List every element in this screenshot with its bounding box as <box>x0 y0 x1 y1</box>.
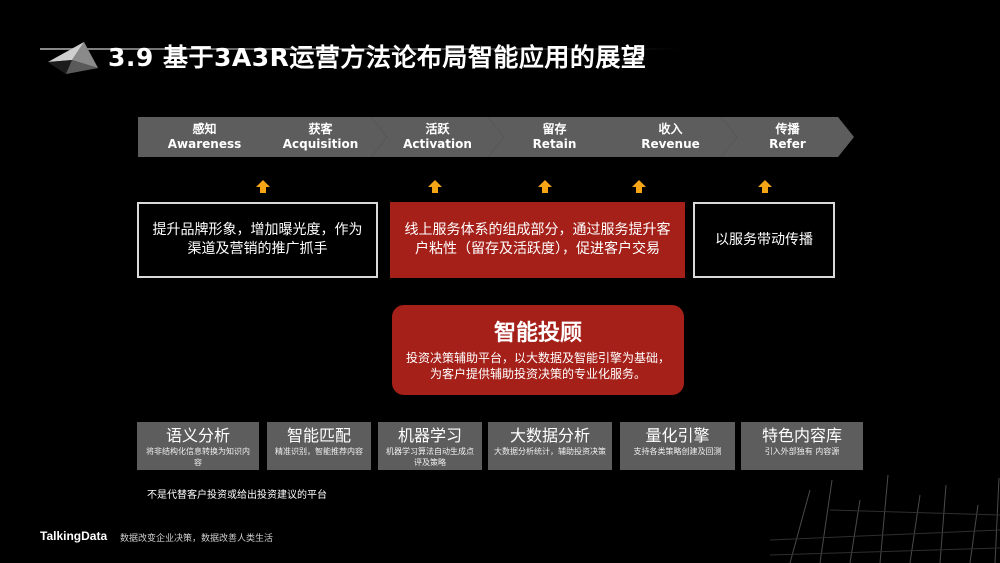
title-divider <box>40 48 680 50</box>
robo-advisor-desc: 投资决策辅助平台，以大数据及智能引擎为基础，为客户提供辅助投资决策的专业化服务。 <box>406 351 671 381</box>
capability-desc: 将非结构化信息转换为知识内容 <box>146 447 250 467</box>
disclaimer-note: 不是代替客户投资或给出投资建议的平台 <box>147 490 327 501</box>
capability-desc: 机器学习算法自动生成点评及策略 <box>386 447 474 467</box>
capability-desc: 大数据分析统计，辅助投资决策 <box>494 447 606 456</box>
capability-title: 机器学习 <box>397 426 462 445</box>
stage-en-label: Awareness <box>167 137 242 151</box>
capability-desc: 支持各类策略创建及回测 <box>633 447 722 456</box>
box-text: 以服务带动传播 <box>715 231 813 248</box>
retention-desc-box: 线上服务体系的组成部分，通过服务提升客户粘性（留存及活跃度），促进客户交易 <box>390 202 685 278</box>
stage-zh-label: 获客 <box>308 122 333 136</box>
capability-tile: 语义分析 将非结构化信息转换为知识内容 <box>137 422 259 470</box>
robo-advisor-box: 智能投顾 投资决策辅助平台，以大数据及智能引擎为基础，为客户提供辅助投资决策的专… <box>392 305 684 395</box>
capability-tile: 特色内容库 引入外部独有 内容源 <box>741 422 863 470</box>
page-title: 3.9 基于3A3R运营方法论布局智能应用的展望 <box>108 43 647 72</box>
capability-title: 特色内容库 <box>761 426 842 445</box>
robo-advisor-title: 智能投顾 <box>493 321 582 346</box>
arrow-up-icon <box>428 180 442 193</box>
stage-zh-label: 收入 <box>658 122 683 136</box>
stage-zh-label: 留存 <box>542 122 567 136</box>
capability-desc: 精准识别，智能推荐内容 <box>275 447 363 456</box>
box-text: 线上服务体系的组成部分，通过服务提升客户粘性（留存及活跃度），促进客户交易 <box>404 222 671 257</box>
footer-slogan: 数据改变企业决策，数据改善人类生活 <box>120 534 274 544</box>
stage-acquisition: 获客 Acquisition <box>254 117 387 157</box>
stage-zh-label: 传播 <box>775 122 800 136</box>
city-lines-decoration <box>770 474 1000 563</box>
arrow-up-icon <box>538 180 552 193</box>
awareness-desc-box: 提升品牌形象，增加曝光度，作为渠道及营销的推广抓手 <box>137 202 378 278</box>
stage-en-label: Acquisition <box>282 137 359 151</box>
stage-activation: 活跃 Activation <box>371 117 504 157</box>
stage-en-label: Retain <box>532 137 577 151</box>
stage-revenue: 收入 Revenue <box>604 117 737 157</box>
capability-tile: 大数据分析 大数据分析统计，辅助投资决策 <box>488 422 612 470</box>
capability-title: 量化引擎 <box>645 426 710 445</box>
stage-en-label: Activation <box>403 137 472 151</box>
stage-zh-label: 感知 <box>192 122 217 136</box>
arrow-up-icon <box>256 180 270 193</box>
capability-title: 大数据分析 <box>509 426 590 445</box>
capability-desc: 引入外部独有 内容源 <box>764 447 840 456</box>
brand-logo-text: TalkingData <box>40 529 108 543</box>
crystal-logo-icon <box>48 42 98 74</box>
capability-title: 智能匹配 <box>286 426 351 445</box>
stage-retain: 留存 Retain <box>488 117 621 157</box>
arrow-up-icon <box>758 180 772 193</box>
stage-awareness: 感知 Awareness <box>138 117 271 157</box>
capability-tile: 机器学习 机器学习算法自动生成点评及策略 <box>378 422 482 470</box>
stage-en-label: Revenue <box>641 137 700 151</box>
arrow-up-icon <box>632 180 646 193</box>
capability-tile: 量化引擎 支持各类策略创建及回测 <box>620 422 735 470</box>
refer-desc-box: 以服务带动传播 <box>693 202 835 278</box>
stage-zh-label: 活跃 <box>425 122 450 136</box>
box-text: 提升品牌形象，增加曝光度，作为渠道及营销的推广抓手 <box>152 222 363 257</box>
capability-tile: 智能匹配 精准识别，智能推荐内容 <box>267 422 371 470</box>
stage-en-label: Refer <box>769 137 806 151</box>
capability-title: 语义分析 <box>165 426 230 445</box>
stage-refer: 传播 Refer <box>721 117 854 157</box>
